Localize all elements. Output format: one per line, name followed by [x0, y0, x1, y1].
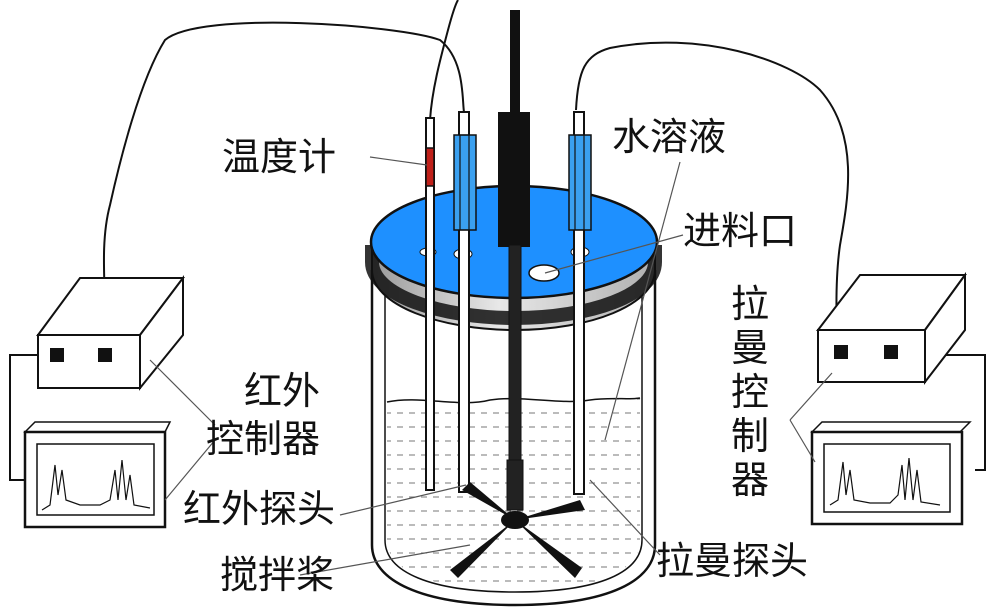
stirrer-blades — [450, 482, 585, 578]
leader-stirrer — [299, 544, 471, 576]
label-thermometer: 温度计 — [222, 135, 337, 179]
raman-probe-sleeve — [568, 134, 592, 231]
raman-spectrum-trace — [829, 457, 941, 506]
ir-controller-to-monitor-cable — [9, 354, 55, 481]
ir-cable-thermometer — [102, 21, 465, 356]
ir-probe-sleeve — [453, 134, 477, 231]
stirrer-motor-coupling — [498, 112, 530, 247]
leader-ir-monitor — [164, 439, 216, 501]
label-aqueous-solution: 水溶液 — [612, 115, 727, 159]
ir-monitor — [23, 421, 172, 529]
label-ir-controller-line1: 红外 — [244, 369, 321, 413]
leader-aqueous-solution — [604, 161, 681, 441]
label-raman-probe: 拉曼探头 — [656, 539, 809, 583]
leader-ir-probe — [339, 484, 467, 516]
feed-port-hole — [528, 264, 560, 282]
leader-thermometer — [369, 156, 428, 166]
stirrer-shaft-top — [510, 10, 520, 120]
leader-feed-port — [544, 234, 684, 274]
raman-cable — [575, 41, 850, 356]
raman-controller-box — [815, 271, 967, 385]
leader-ir-controller — [149, 359, 216, 426]
ir-spectrum-trace — [41, 459, 151, 511]
label-ir-controller-line2: 控制器 — [206, 417, 321, 461]
label-feed-port: 进料口 — [683, 209, 798, 253]
label-ir-probe: 红外探头 — [183, 487, 336, 531]
label-raman-controller: 拉曼控制器 — [730, 282, 769, 502]
leader-raman-probe — [589, 479, 661, 556]
leader-raman-monitor — [789, 419, 816, 463]
thermometer-red-section — [425, 147, 435, 187]
leader-raman-controller — [789, 372, 833, 421]
raman-monitor — [810, 421, 972, 526]
label-stirrer: 搅拌桨 — [220, 553, 335, 597]
ir-cable-probe — [429, 0, 459, 121]
